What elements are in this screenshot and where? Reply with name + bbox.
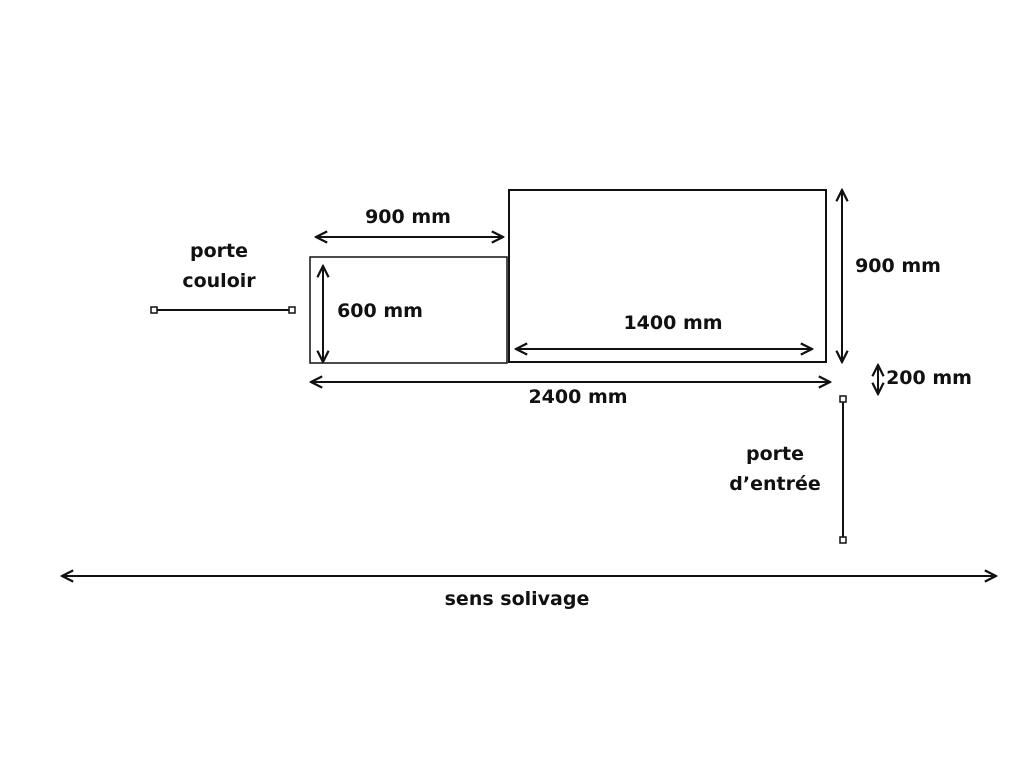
small-rectangle [309,256,508,364]
label-door-corridor-line2: couloir [182,270,256,292]
door-entry-hinge-bottom [839,536,847,544]
label-door-entry-line2: d’entrée [729,473,820,495]
door-corridor-hinge-left [150,306,158,314]
door-corridor-hinge-right [288,306,296,314]
door-entry-hinge-top [839,395,847,403]
label-small-height: 600 mm [337,300,423,322]
label-joist-direction: sens solivage [445,588,590,610]
label-door-entry-line1: porte [746,443,804,465]
label-offset: 200 mm [886,367,972,389]
large-rectangle [508,189,827,363]
label-large-inner-width: 1400 mm [623,312,722,334]
label-top-small-width: 900 mm [365,206,451,228]
label-total-width: 2400 mm [528,386,627,408]
label-door-corridor-line1: porte [190,240,248,262]
label-large-height: 900 mm [855,255,941,277]
